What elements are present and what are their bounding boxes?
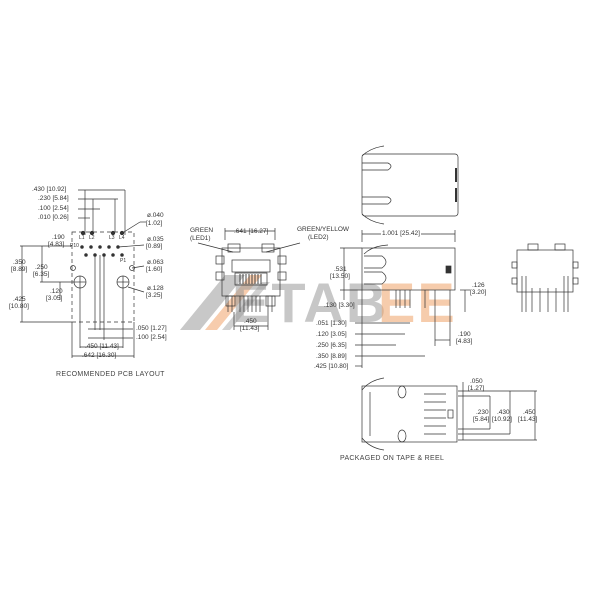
pcb-layout-caption: RECOMMENDED PCB LAYOUT [56, 371, 165, 378]
dim-side-190-mm: [4.83] [456, 338, 473, 345]
dim-bottom-450-mm: [11.43] [518, 416, 538, 423]
dim-130: .130 [3.30] [324, 302, 355, 309]
led1-color-label: GREEN [190, 227, 214, 234]
led1-name-label: (LED1) [190, 235, 211, 242]
dim-641: .641 [16.27] [234, 228, 269, 235]
dim-bottom-450-in: .450 [523, 409, 536, 416]
dim-350-mm: [8.89] [11, 266, 28, 273]
dim-phi035-mm: [0.89] [146, 243, 163, 250]
top-view-drawing [361, 145, 459, 225]
dim-350-in: .350 [13, 259, 26, 266]
pin-label-l1: L1 [79, 235, 85, 241]
dim-250-mm: [6.35] [33, 271, 50, 278]
dim-126-mm: [3.20] [470, 289, 487, 296]
dim-front-450-in: .450 [244, 318, 257, 325]
dim-100-top: .100 [2.54] [38, 205, 69, 212]
dim-430: .430 [10.92] [32, 186, 67, 193]
dim-side-120: .120 [3.05] [316, 331, 347, 338]
dim-190-in: .190 [52, 234, 65, 241]
dim-126-in: .126 [472, 282, 485, 289]
dim-phi040-mm: [1.02] [146, 220, 163, 227]
dim-190-mm: [4.83] [48, 241, 65, 248]
dim-bottom-050-in: .050 [470, 378, 483, 385]
dim-phi128-mm: [3.25] [146, 292, 163, 299]
dim-phi063-mm: [1.60] [146, 266, 163, 273]
front-view-drawing [197, 228, 301, 330]
dim-425-mm: [10.80] [9, 303, 29, 310]
dim-phi040: ø.040 [147, 212, 164, 219]
pin-label-p1: P1 [120, 258, 127, 264]
dim-531-in: .531 [334, 266, 347, 273]
dim-051: .051 [1.30] [316, 320, 347, 327]
side-view-drawing [340, 230, 470, 368]
bottom-view-drawing [361, 377, 537, 451]
pin-label-l3: L3 [109, 235, 115, 241]
pin-label-l4: L4 [119, 235, 125, 241]
dim-450: .450 [11.43] [85, 343, 119, 350]
pin-label-l2: L2 [89, 235, 95, 241]
pin-label-p10: P10 [70, 243, 79, 249]
dim-010: .010 [0.26] [38, 214, 69, 221]
dim-250-in: .250 [35, 264, 48, 271]
dim-phi128: ø.128 [147, 285, 164, 292]
dim-100-bottom: .100 [2.54] [136, 334, 167, 341]
pcb-layout-drawing [20, 189, 146, 358]
led2-name-label: (LED2) [308, 234, 329, 241]
dim-531-mm: [13.50] [330, 273, 350, 280]
dim-side-425: .425 [10.80] [314, 363, 349, 370]
dim-bottom-050-mm: [1.27] [468, 385, 485, 392]
dim-050: .050 [1.27] [136, 325, 167, 332]
dim-230: .230 [5.84] [38, 195, 69, 202]
dim-425-in: .425 [13, 296, 26, 303]
dim-phi035: ø.035 [147, 236, 164, 243]
dim-bottom-230-in: .230 [476, 409, 489, 416]
dim-side-190-in: .190 [458, 331, 471, 338]
dim-bottom-230-mm: [5.84] [473, 416, 490, 423]
bottom-view-caption: PACKAGED ON TAPE & REEL [340, 455, 445, 462]
dim-1001: 1.001 [25.42] [381, 230, 421, 237]
led2-color-label: GREEN/YELLOW [297, 226, 350, 233]
watermark-text-orange: EE [378, 271, 457, 334]
dim-642: .642 [16.30] [82, 352, 117, 359]
dim-120-in: .120 [50, 288, 63, 295]
dim-bottom-430-mm: [10.92] [492, 416, 512, 423]
dim-side-350: .350 [8.89] [316, 353, 347, 360]
dim-side-250: .250 [6.35] [316, 342, 347, 349]
dim-phi063: ø.063 [147, 259, 164, 266]
dim-120-mm: [3.05] [46, 295, 63, 302]
rear-view-drawing [511, 243, 579, 312]
dim-bottom-430-in: .430 [497, 409, 510, 416]
dim-front-450-mm: [11.43] [240, 325, 260, 332]
